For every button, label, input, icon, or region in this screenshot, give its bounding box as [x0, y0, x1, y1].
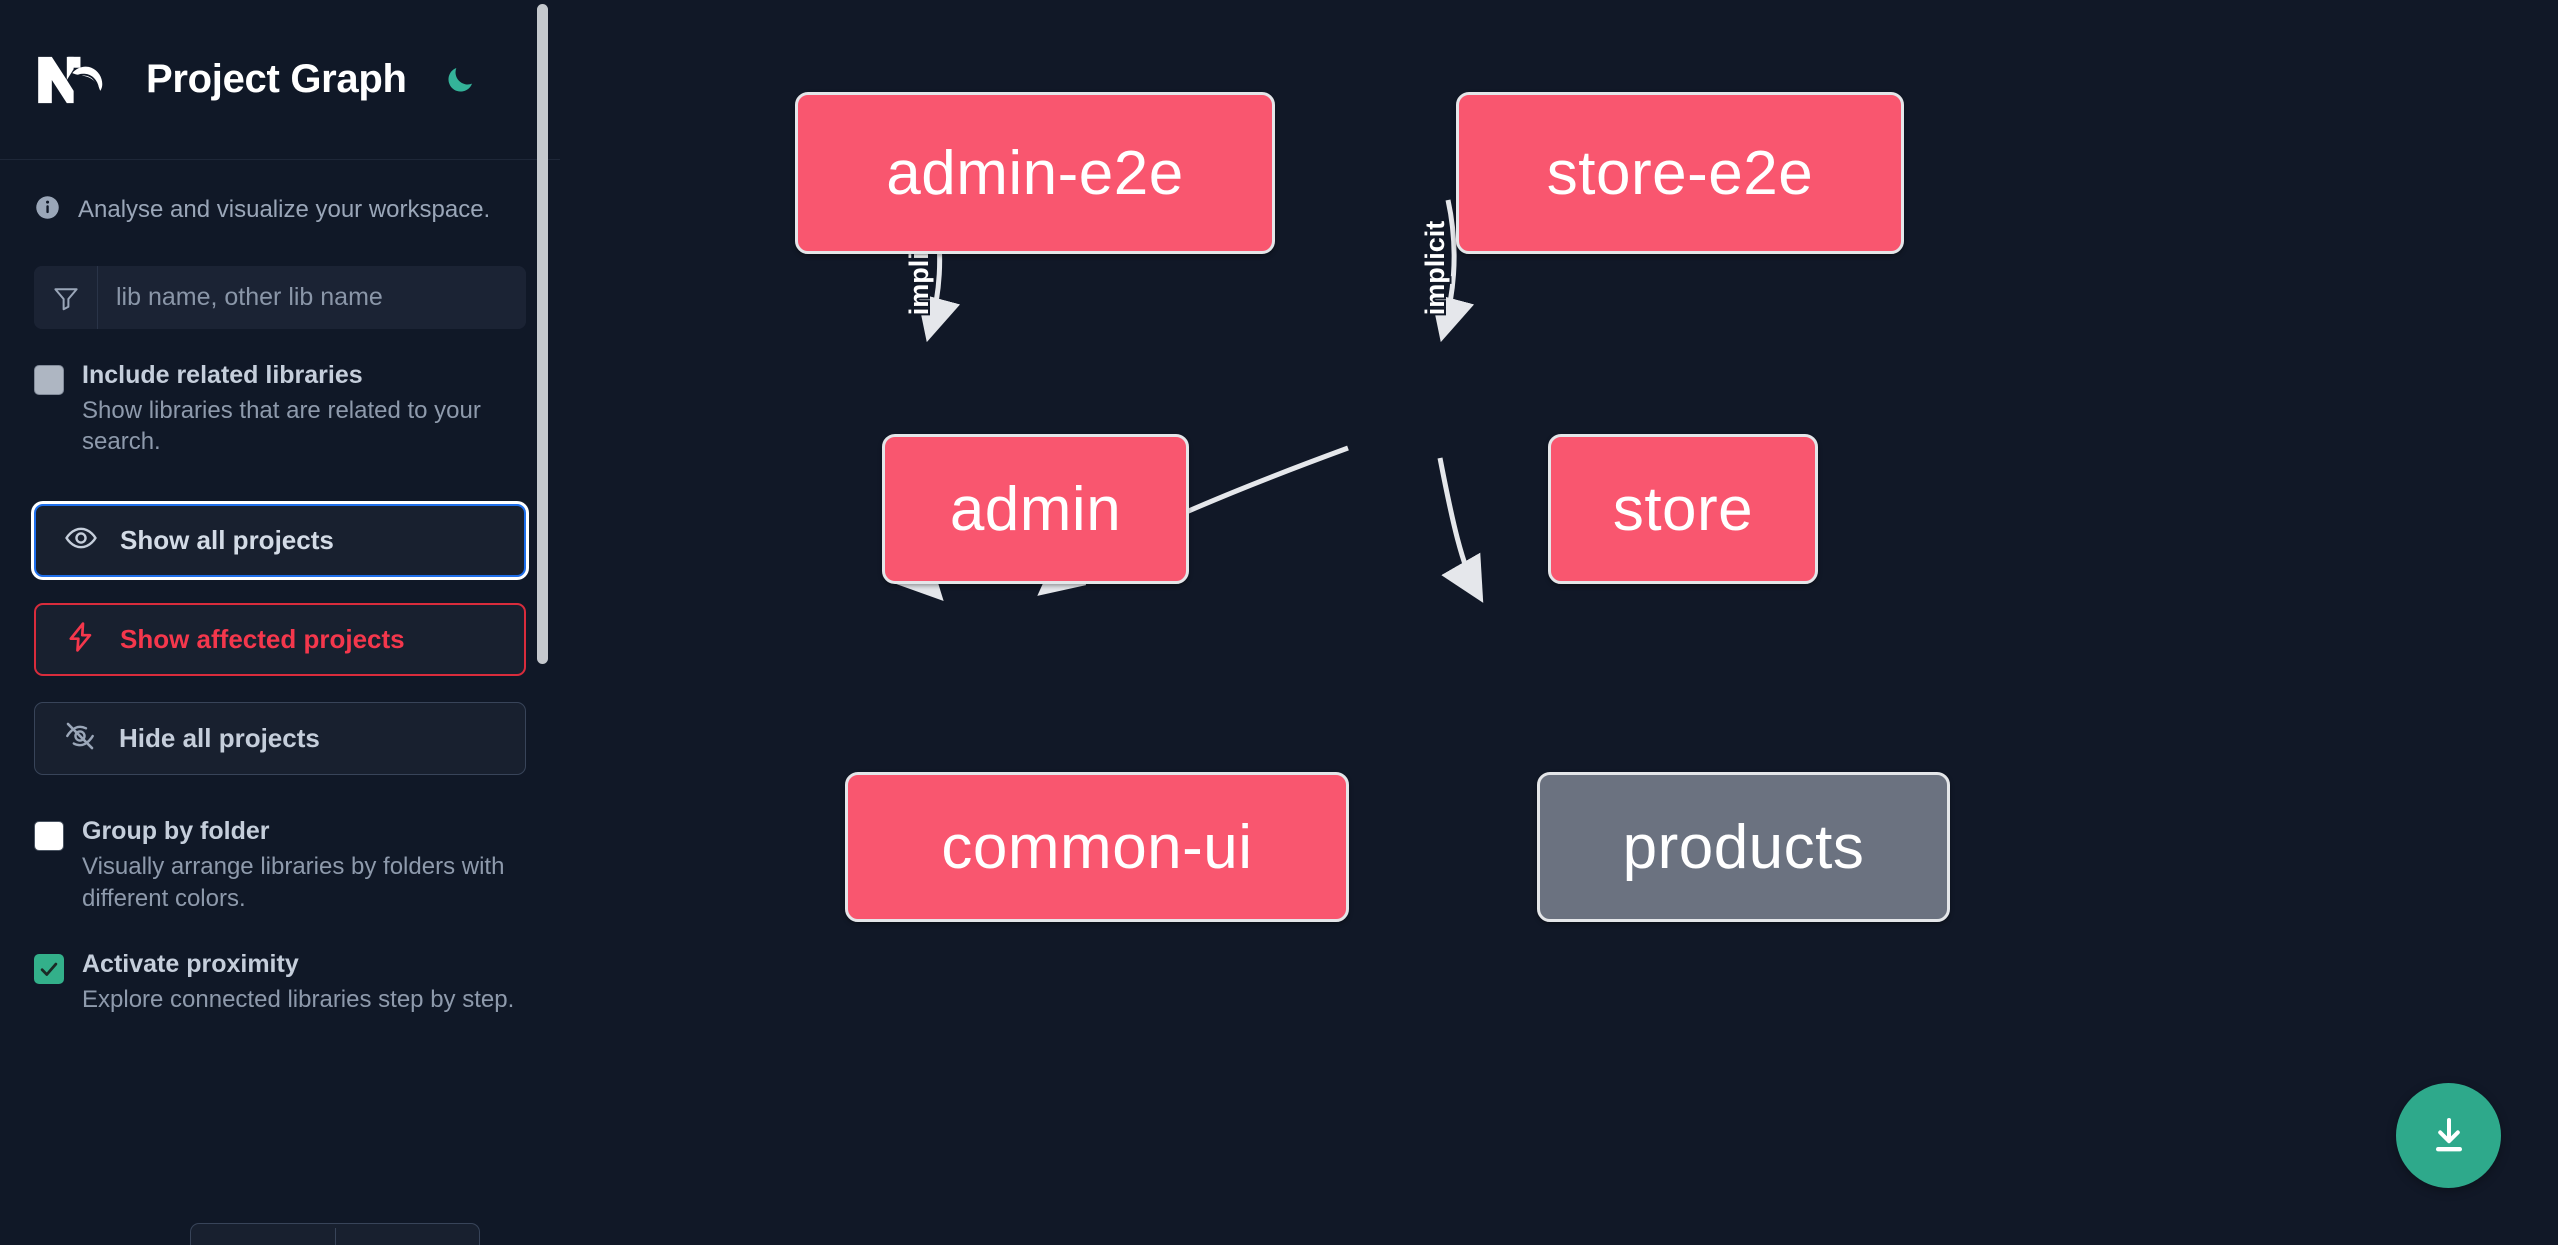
- page-title: Project Graph: [146, 57, 407, 101]
- graph-node-label: products: [1622, 812, 1865, 882]
- checkbox-row-include-related-libraries: Include related libraries Show libraries…: [0, 361, 560, 458]
- download-icon: [2435, 1117, 2462, 1151]
- group-by-folder-checkbox[interactable]: [34, 821, 64, 852]
- show-affected-projects-button[interactable]: Show affected projects: [34, 603, 526, 677]
- graph-node-store[interactable]: store: [1548, 434, 1818, 584]
- include-related-libraries-description: Show libraries that are related to your …: [82, 396, 481, 456]
- lightning-bolt-icon: [64, 620, 98, 659]
- project-graph-canvas[interactable]: implicit implicit admin-e2e store-e2e ad…: [560, 0, 2558, 1245]
- graph-node-admin[interactable]: admin: [882, 434, 1189, 584]
- group-by-folder-label: Group by folder: [82, 817, 270, 846]
- filter-search-row: [34, 266, 526, 329]
- activate-proximity-label: Activate proximity: [82, 950, 299, 979]
- show-affected-projects-label: Show affected projects: [120, 624, 405, 655]
- sidebar: Project Graph Analyse and visualize your…: [0, 0, 560, 1245]
- nx-logo-icon: [34, 50, 116, 110]
- stepper-divider: [335, 1228, 336, 1245]
- include-related-libraries-checkbox[interactable]: [34, 365, 64, 395]
- proximity-stepper-control[interactable]: [190, 1223, 480, 1245]
- checkbox-row-activate-proximity: Activate proximity Explore connected lib…: [0, 950, 560, 1015]
- graph-node-products[interactable]: products: [1537, 772, 1950, 922]
- activate-proximity-checkbox[interactable]: [34, 954, 64, 985]
- edge-store-to-products: [1437, 457, 1484, 603]
- graph-node-common-ui[interactable]: common-ui: [845, 772, 1349, 922]
- hide-all-projects-button[interactable]: Hide all projects: [34, 702, 526, 776]
- graph-node-admin-e2e[interactable]: admin-e2e: [795, 92, 1275, 254]
- sidebar-header: Project Graph: [0, 0, 560, 160]
- funnel-filter-icon[interactable]: [34, 266, 98, 329]
- sidebar-info: Analyse and visualize your workspace.: [0, 160, 560, 226]
- graph-node-store-e2e[interactable]: store-e2e: [1456, 92, 1904, 254]
- show-all-projects-button[interactable]: Show all projects: [34, 504, 526, 578]
- sidebar-scrollbar[interactable]: [537, 4, 548, 664]
- graph-node-label: admin: [949, 474, 1122, 544]
- graph-node-label: admin-e2e: [886, 138, 1184, 208]
- sidebar-info-text: Analyse and visualize your workspace.: [78, 196, 491, 223]
- eye-icon: [64, 521, 98, 560]
- checkbox-row-group-by-folder: Group by folder Visually arrange librari…: [0, 817, 560, 914]
- moon-icon[interactable]: [437, 57, 483, 103]
- activate-proximity-description: Explore connected libraries step by step…: [82, 985, 515, 1013]
- include-related-libraries-label: Include related libraries: [82, 361, 363, 389]
- graph-node-label: store-e2e: [1546, 138, 1814, 208]
- eye-off-icon: [63, 719, 97, 758]
- graph-node-label: common-ui: [941, 812, 1253, 882]
- hide-all-projects-label: Hide all projects: [119, 723, 320, 754]
- show-all-projects-label: Show all projects: [120, 525, 334, 556]
- edge-store-e2e-to-store: [1430, 199, 1475, 343]
- info-circle-icon: [34, 194, 61, 226]
- download-graph-button[interactable]: [2396, 1083, 2501, 1188]
- search-input[interactable]: [98, 266, 526, 329]
- edge-label-implicit-store: implicit: [1420, 221, 1450, 316]
- graph-node-label: store: [1612, 474, 1754, 544]
- group-by-folder-description: Visually arrange libraries by folders wi…: [82, 852, 505, 912]
